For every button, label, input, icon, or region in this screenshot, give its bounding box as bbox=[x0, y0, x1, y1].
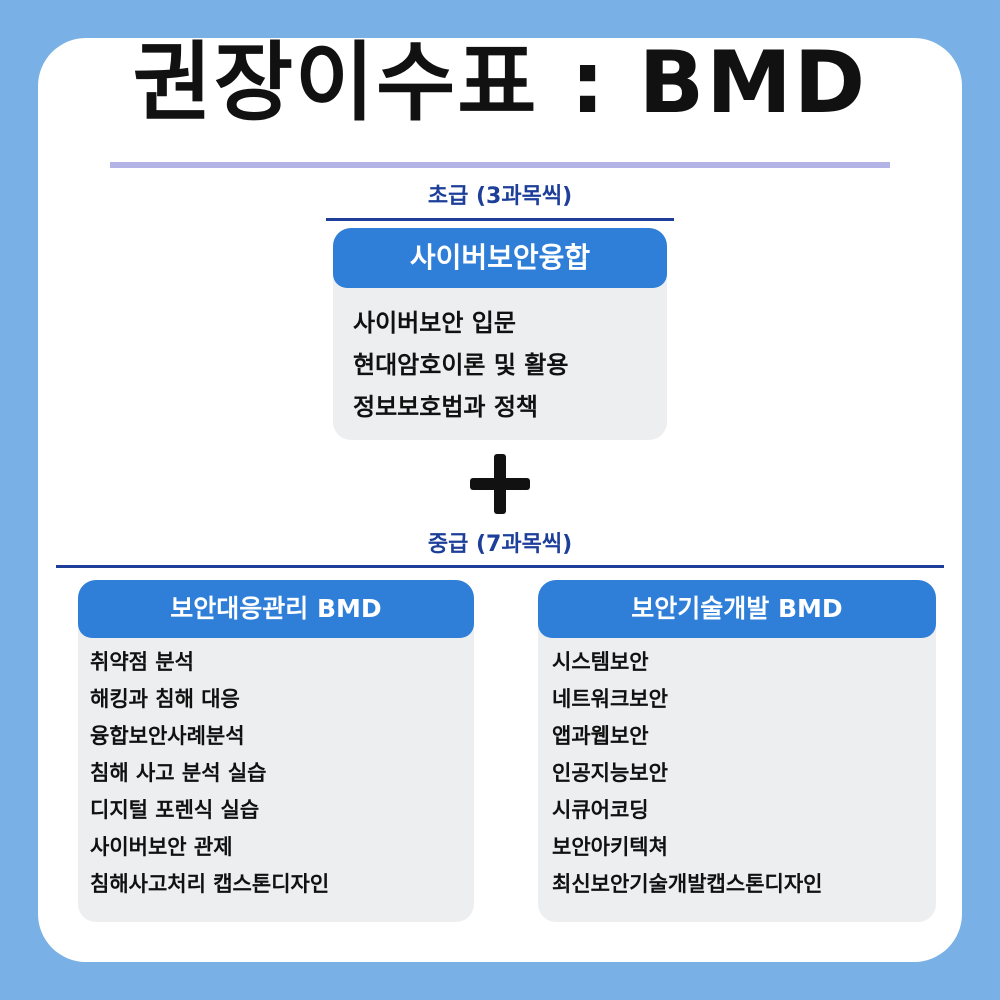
beginner-box-header: 사이버보안융합 bbox=[333, 228, 667, 288]
plus-icon bbox=[470, 454, 530, 514]
response-course-list: 취약점 분석 해킹과 침해 대응 융합보안사례분석 침해 사고 분석 실습 디지… bbox=[78, 638, 474, 903]
list-item: 사이버보안 입문 bbox=[353, 309, 516, 337]
list-item: 디지털 포렌식 실습 bbox=[90, 798, 260, 822]
list-item: 정보보호법과 정책 bbox=[353, 393, 538, 421]
intermediate-course-box-response: 보안대응관리 BMD 취약점 분석 해킹과 침해 대응 융합보안사례분석 침해 … bbox=[78, 580, 474, 922]
list-item: 취약점 분석 bbox=[90, 650, 194, 674]
beginner-divider bbox=[326, 218, 674, 221]
list-item: 침해 사고 분석 실습 bbox=[90, 761, 267, 785]
list-item: 최신보안기술개발캡스톤디자인 bbox=[552, 872, 823, 896]
list-item: 해킹과 침해 대응 bbox=[90, 687, 240, 711]
list-item: 시스템보안 bbox=[552, 650, 649, 674]
beginner-course-list: 사이버보안 입문 현대암호이론 및 활용 정보보호법과 정책 bbox=[333, 288, 667, 428]
development-course-list: 시스템보안 네트워크보안 앱과웹보안 인공지능보안 시큐어코딩 보안아키텍쳐 최… bbox=[538, 638, 936, 903]
list-item: 인공지능보안 bbox=[552, 761, 668, 785]
response-box-header: 보안대응관리 BMD bbox=[78, 580, 474, 638]
intermediate-label: 중급 (7과목씩) bbox=[427, 532, 573, 557]
list-item: 침해사고처리 캡스톤디자인 bbox=[90, 872, 330, 896]
title-divider bbox=[110, 162, 890, 168]
list-item: 앱과웹보안 bbox=[552, 724, 649, 748]
list-item: 시큐어코딩 bbox=[552, 798, 649, 822]
list-item: 융합보안사례분석 bbox=[90, 724, 245, 748]
list-item: 네트워크보안 bbox=[552, 687, 668, 711]
development-box-header: 보안기술개발 BMD bbox=[538, 580, 936, 638]
list-item: 현대암호이론 및 활용 bbox=[353, 351, 569, 379]
intermediate-divider bbox=[56, 565, 944, 568]
intermediate-course-box-development: 보안기술개발 BMD 시스템보안 네트워크보안 앱과웹보안 인공지능보안 시큐어… bbox=[538, 580, 936, 922]
list-item: 사이버보안 관제 bbox=[90, 835, 233, 859]
beginner-label: 초급 (3과목씩) bbox=[427, 184, 573, 209]
page-title: 권장이수표 : BMD bbox=[132, 33, 868, 133]
beginner-course-box: 사이버보안융합 사이버보안 입문 현대암호이론 및 활용 정보보호법과 정책 bbox=[333, 228, 667, 440]
list-item: 보안아키텍쳐 bbox=[552, 835, 668, 859]
